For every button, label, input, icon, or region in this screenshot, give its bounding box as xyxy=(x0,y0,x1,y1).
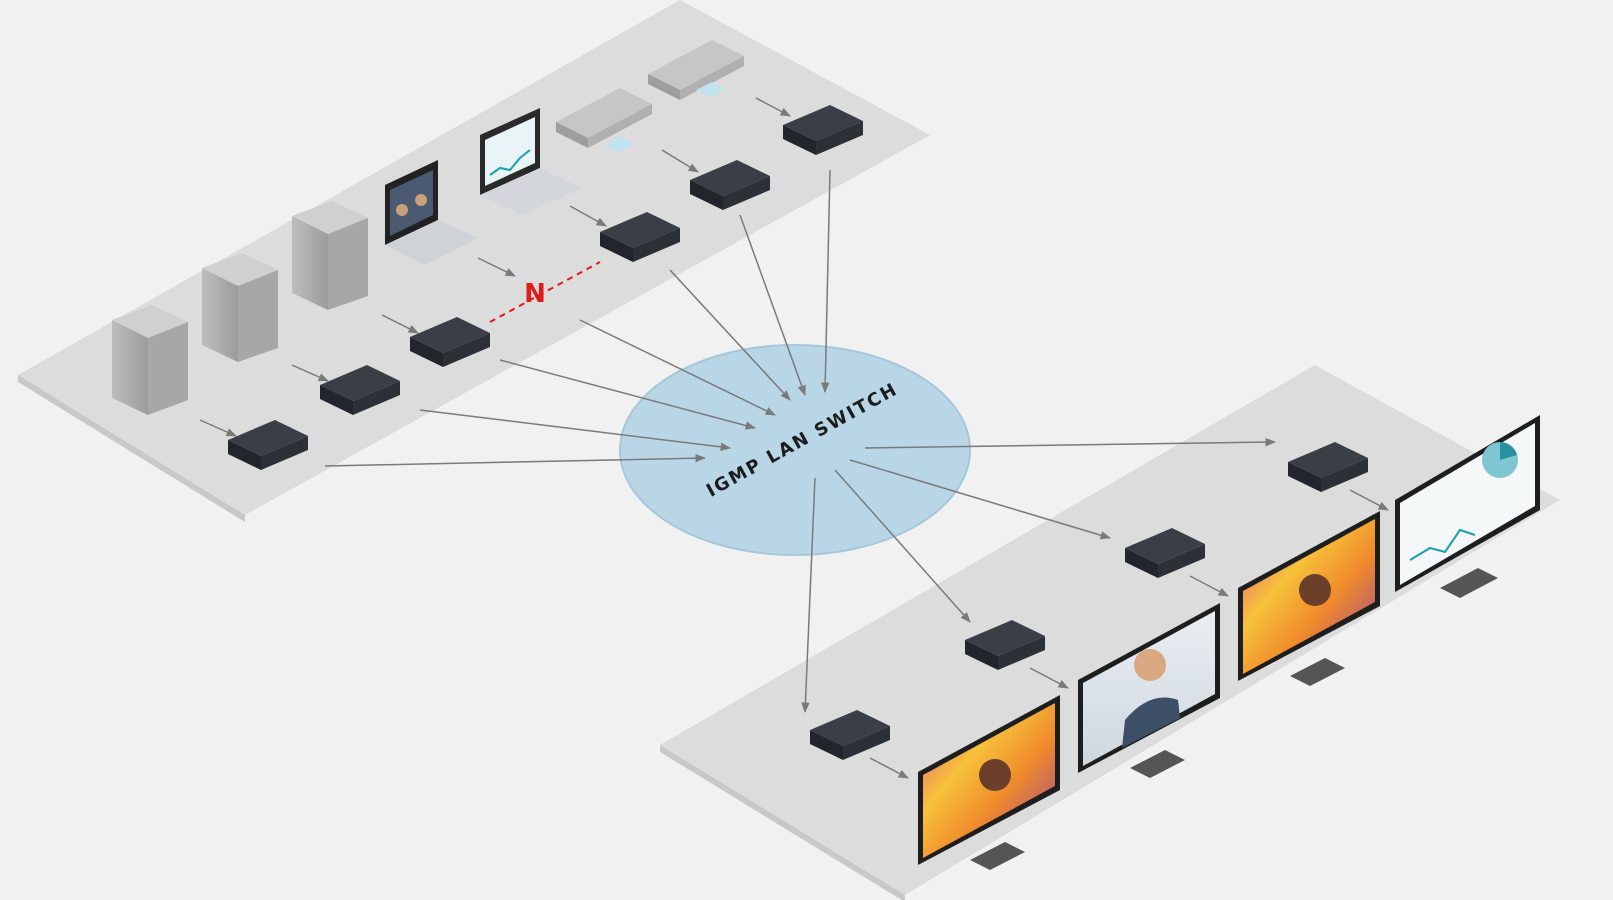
source-platform xyxy=(18,0,930,515)
encoder-5 xyxy=(690,160,770,210)
source-platform-edge xyxy=(18,375,245,522)
decoder-2 xyxy=(965,620,1045,670)
encoder-6 xyxy=(783,105,863,155)
display-platform-edge xyxy=(660,745,905,900)
tower-pc-1 xyxy=(112,305,188,415)
expansion-label: N xyxy=(524,279,546,309)
expansion-dashed-line xyxy=(489,261,601,323)
display-tv-1 xyxy=(918,695,1060,870)
downlink-arrows xyxy=(801,437,1277,714)
tower-pc-2 xyxy=(202,253,278,362)
igmp-switch xyxy=(619,344,971,556)
tower-pc-3 xyxy=(292,201,368,310)
laptop-video-call xyxy=(385,160,478,265)
display-tv-2 xyxy=(1078,603,1220,778)
encoder-4 xyxy=(600,212,680,262)
decoder-1 xyxy=(810,710,890,760)
media-player-2 xyxy=(648,40,744,100)
decoder-4 xyxy=(1288,442,1368,492)
media-player-1 xyxy=(556,88,652,152)
encoder-1 xyxy=(228,420,308,470)
display-tv-3 xyxy=(1238,511,1380,686)
display-arrows xyxy=(869,489,1389,779)
uplink-arrows xyxy=(324,169,831,467)
display-platform xyxy=(660,365,1560,895)
encoder-2 xyxy=(320,365,400,415)
display-tv-4-dashboard xyxy=(1395,415,1540,598)
laptop-chart xyxy=(480,108,582,215)
source-arrows xyxy=(199,97,791,437)
decoder-3 xyxy=(1125,528,1205,578)
encoder-3 xyxy=(410,317,490,367)
